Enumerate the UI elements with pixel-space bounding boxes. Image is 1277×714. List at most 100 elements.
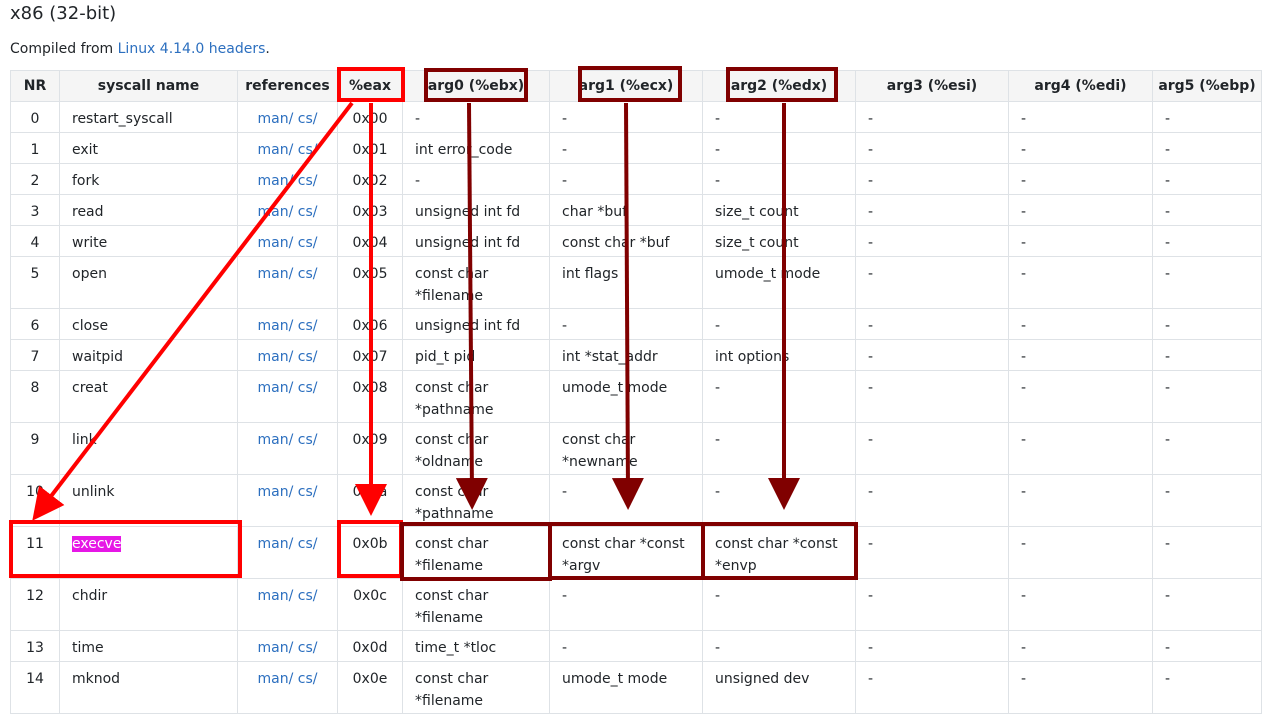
cell-arg1: - [549, 578, 703, 631]
header-eax: %eax [337, 70, 403, 102]
cell-arg5: - [1152, 194, 1262, 226]
cell-references: man/ cs/ [237, 526, 338, 579]
cell-arg5: - [1152, 422, 1262, 475]
cs-link[interactable]: cs/ [297, 204, 318, 220]
cell-arg2: size_t count [702, 225, 856, 257]
cell-arg3: - [855, 339, 1009, 371]
cell-arg1: - [549, 474, 703, 527]
cs-link[interactable]: cs/ [297, 484, 318, 500]
cell-arg4: - [1008, 370, 1153, 423]
cs-link[interactable]: cs/ [297, 640, 318, 656]
cs-link[interactable]: cs/ [297, 432, 318, 448]
cell-arg5: - [1152, 474, 1262, 527]
man-link[interactable]: man/ [257, 173, 294, 189]
cell-arg3: - [855, 526, 1009, 579]
cs-link[interactable]: cs/ [297, 173, 318, 189]
cell-arg5: - [1152, 163, 1262, 195]
cell-arg4: - [1008, 422, 1153, 475]
cs-link[interactable]: cs/ [297, 380, 318, 396]
cell-arg4: - [1008, 163, 1153, 195]
cell-arg1: umode_t mode [549, 370, 703, 423]
cell-arg3: - [855, 256, 1009, 309]
cell-arg0: const char *pathname [402, 370, 550, 423]
cell-arg3: - [855, 370, 1009, 423]
compiled-suffix: . [265, 41, 270, 57]
cell-arg1: - [549, 163, 703, 195]
cell-arg1: - [549, 308, 703, 340]
cell-arg4: - [1008, 225, 1153, 257]
man-link[interactable]: man/ [257, 484, 294, 500]
header-arg5: arg5 (%ebp) [1152, 70, 1262, 102]
cs-link[interactable]: cs/ [297, 349, 318, 365]
table-row: 8 creat man/ cs/ 0x08 const char *pathna… [10, 370, 1262, 423]
man-link[interactable]: man/ [257, 432, 294, 448]
cell-arg3: - [855, 308, 1009, 340]
man-link[interactable]: man/ [257, 640, 294, 656]
cell-arg1: - [549, 132, 703, 164]
linux-headers-link[interactable]: Linux 4.14.0 headers [117, 41, 266, 57]
cell-arg4: - [1008, 132, 1153, 164]
cell-arg0: - [402, 101, 550, 133]
cell-arg0: unsigned int fd [402, 308, 550, 340]
cell-nr: 10 [10, 474, 60, 527]
cs-link[interactable]: cs/ [297, 588, 318, 604]
table-row: 7 waitpid man/ cs/ 0x07 pid_t pid int *s… [10, 339, 1262, 371]
man-link[interactable]: man/ [257, 204, 294, 220]
cell-arg5: - [1152, 370, 1262, 423]
cs-link[interactable]: cs/ [297, 318, 318, 334]
cell-arg4: - [1008, 308, 1153, 340]
cell-arg2: - [702, 370, 856, 423]
cell-arg0: int error_code [402, 132, 550, 164]
cell-syscall-name: creat [59, 370, 238, 423]
man-link[interactable]: man/ [257, 671, 294, 687]
cell-eax: 0x0e [337, 661, 403, 714]
cell-arg2: - [702, 474, 856, 527]
man-link[interactable]: man/ [257, 266, 294, 282]
man-link[interactable]: man/ [257, 349, 294, 365]
cell-syscall-name: mknod [59, 661, 238, 714]
cs-link[interactable]: cs/ [297, 142, 318, 158]
table-row: 5 open man/ cs/ 0x05 const char *filenam… [10, 256, 1262, 309]
cell-arg5: - [1152, 225, 1262, 257]
table-row: 13 time man/ cs/ 0x0d time_t *tloc - - -… [10, 630, 1262, 662]
cell-nr: 13 [10, 630, 60, 662]
man-link[interactable]: man/ [257, 380, 294, 396]
cs-link[interactable]: cs/ [297, 536, 318, 552]
cell-eax: 0x04 [337, 225, 403, 257]
cell-arg1: char *buf [549, 194, 703, 226]
cell-eax: 0x02 [337, 163, 403, 195]
cell-references: man/ cs/ [237, 101, 338, 133]
cs-link[interactable]: cs/ [297, 671, 318, 687]
cell-arg4: - [1008, 339, 1153, 371]
cell-arg0: const char *filename [402, 256, 550, 309]
cs-link[interactable]: cs/ [297, 235, 318, 251]
cell-syscall-name: close [59, 308, 238, 340]
cell-arg1: umode_t mode [549, 661, 703, 714]
man-link[interactable]: man/ [257, 318, 294, 334]
cell-eax: 0x0d [337, 630, 403, 662]
man-link[interactable]: man/ [257, 111, 294, 127]
table-row: 4 write man/ cs/ 0x04 unsigned int fd co… [10, 225, 1262, 257]
cell-arg0: unsigned int fd [402, 194, 550, 226]
cs-link[interactable]: cs/ [297, 111, 318, 127]
man-link[interactable]: man/ [257, 536, 294, 552]
highlighted-syscall-name: execve [72, 536, 122, 552]
table-row: 6 close man/ cs/ 0x06 unsigned int fd - … [10, 308, 1262, 340]
man-link[interactable]: man/ [257, 588, 294, 604]
cell-eax: 0x03 [337, 194, 403, 226]
compiled-prefix: Compiled from [10, 41, 118, 57]
cell-arg5: - [1152, 630, 1262, 662]
header-arg4: arg4 (%edi) [1008, 70, 1153, 102]
cell-references: man/ cs/ [237, 578, 338, 631]
cell-arg2: - [702, 578, 856, 631]
cell-arg2: size_t count [702, 194, 856, 226]
cell-arg5: - [1152, 256, 1262, 309]
man-link[interactable]: man/ [257, 235, 294, 251]
cell-syscall-name: open [59, 256, 238, 309]
cell-arg2: const char *const *envp [702, 526, 856, 579]
table-row: 2 fork man/ cs/ 0x02 - - - - - - [10, 163, 1262, 195]
man-link[interactable]: man/ [257, 142, 294, 158]
cell-nr: 0 [10, 101, 60, 133]
cs-link[interactable]: cs/ [297, 266, 318, 282]
cell-arg3: - [855, 163, 1009, 195]
